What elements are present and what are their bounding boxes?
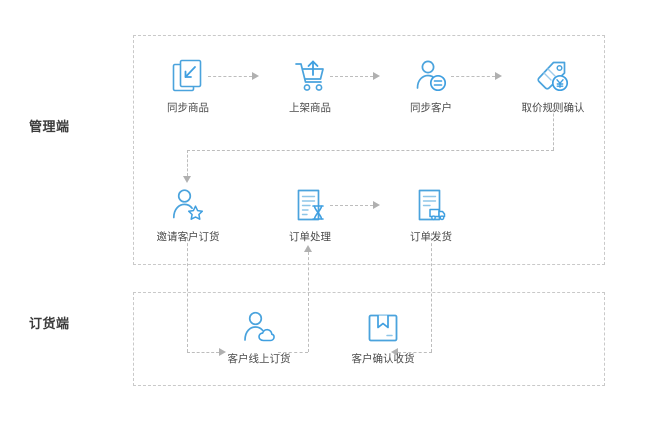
node-label: 上架商品 — [289, 102, 331, 114]
node-label: 取价规则确认 — [521, 102, 585, 114]
arrowhead-right — [219, 348, 226, 356]
node-price-rule[interactable]: 取价规则确认 — [505, 54, 601, 115]
node-label: 同步商品 — [167, 102, 209, 114]
document-hourglass-icon — [262, 183, 358, 227]
arrowhead-down — [183, 176, 191, 183]
node-order-process[interactable]: 订单处理 — [262, 183, 358, 244]
node-label: 客户确认收货 — [351, 353, 415, 365]
section-label-admin: 管理端 — [29, 120, 70, 135]
arrowhead-left — [391, 348, 398, 356]
node-sync-customer[interactable]: 同步客户 — [383, 54, 479, 115]
connector-order-process-to-order-ship — [330, 205, 373, 206]
node-label: 邀请客户订货 — [156, 231, 220, 243]
connector-online-order-right — [278, 352, 308, 353]
user-star-icon — [140, 183, 236, 227]
connector-order-ship-down — [431, 233, 432, 352]
arrowhead-up — [304, 245, 312, 252]
zone-order — [133, 292, 605, 386]
arrowhead-right — [373, 201, 380, 209]
node-label: 同步客户 — [410, 102, 452, 114]
node-invite-order[interactable]: 邀请客户订货 — [140, 183, 236, 244]
zone-admin — [133, 35, 605, 265]
price-tag-yen-icon — [505, 54, 601, 98]
arrowhead-right — [495, 72, 502, 80]
node-sync-product[interactable]: 同步商品 — [140, 54, 236, 115]
node-list-product[interactable]: 上架商品 — [262, 54, 358, 115]
arrowhead-right — [373, 72, 380, 80]
section-label-order: 订货端 — [29, 317, 70, 332]
connector-online-order-up — [308, 252, 309, 352]
node-online-order[interactable]: 客户线上订货 — [211, 305, 307, 366]
connector-to-confirm-recv — [398, 352, 432, 353]
node-confirm-recv[interactable]: 客户确认收货 — [335, 305, 431, 366]
shopping-cart-upload-icon — [262, 54, 358, 98]
package-box-icon — [335, 305, 431, 349]
node-order-ship[interactable]: 订单发货 — [383, 183, 479, 244]
connector-down-to-invite-order — [187, 150, 188, 176]
connector-price-rule-to-invite-order — [187, 150, 554, 151]
connector-sync-product-to-list-product — [208, 76, 252, 77]
documents-download-icon — [140, 54, 236, 98]
connector-list-product-to-sync-customer — [330, 76, 373, 77]
connector-price-rule-down — [553, 104, 554, 150]
arrowhead-right — [252, 72, 259, 80]
user-cloud-icon — [211, 305, 307, 349]
node-label: 订单处理 — [289, 231, 331, 243]
user-sync-icon — [383, 54, 479, 98]
connector-to-online-order — [187, 352, 219, 353]
document-truck-icon — [383, 183, 479, 227]
connector-invite-order-down — [187, 233, 188, 352]
node-label: 订单发货 — [410, 231, 452, 243]
connector-sync-customer-to-price-rule — [451, 76, 495, 77]
node-label: 客户线上订货 — [227, 353, 291, 365]
